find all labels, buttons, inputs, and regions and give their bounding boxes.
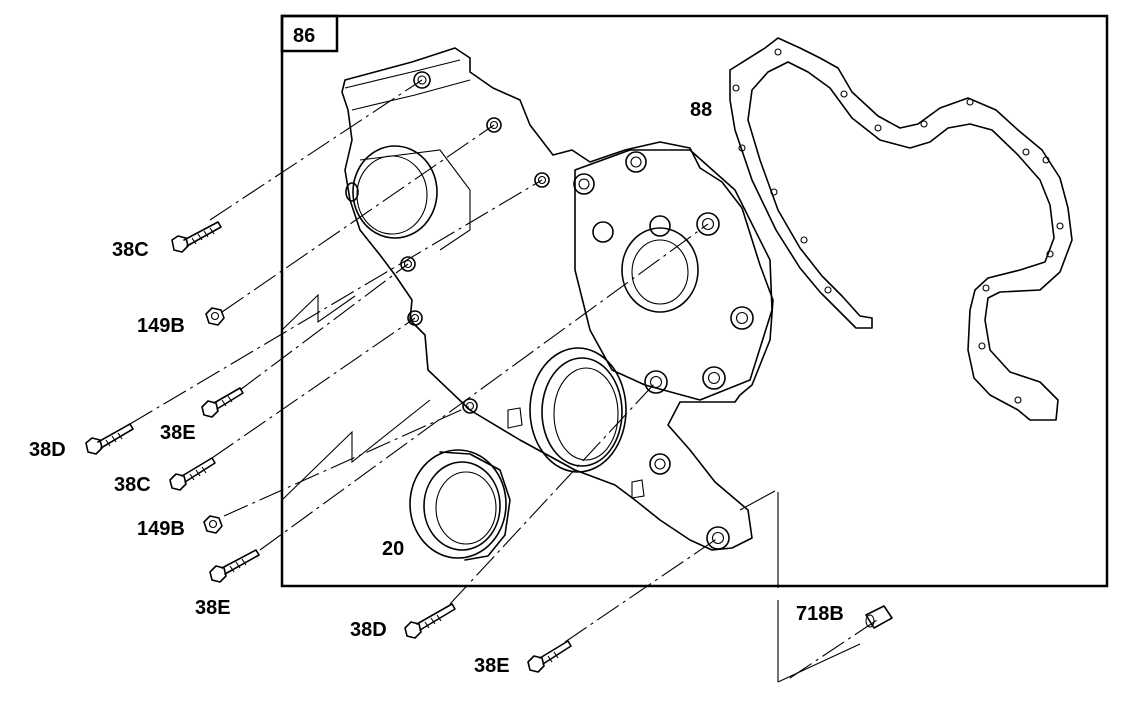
leader-lines: [129, 79, 881, 679]
callout-38d-left: 38D: [29, 439, 66, 461]
fasteners: [85, 221, 893, 673]
timing-cover: [341, 47, 774, 551]
bolt-38e-upper: [201, 387, 244, 418]
callout-86: 86: [293, 25, 315, 47]
callout-38d-bottom: 38D: [350, 619, 387, 641]
bolt-38c-lower: [169, 457, 216, 491]
bolt-38d-bottom: [404, 603, 456, 639]
cover-gasket: 88: [690, 37, 1073, 421]
callout-38e-upper: 38E: [160, 422, 196, 444]
assembly-frame: 86: [280, 14, 1109, 588]
section-breaks: [281, 293, 861, 683]
oil-seal: 20: [382, 449, 511, 561]
nut-149b-lower: [203, 515, 223, 534]
bolt-38c-upper: [171, 221, 222, 253]
callout-38e-left: 38E: [195, 597, 231, 619]
callout-149b-lower: 149B: [137, 518, 185, 540]
callout-20: 20: [382, 538, 404, 560]
callout-38c-lower: 38C: [114, 474, 151, 496]
dowel-718b: [865, 605, 893, 629]
callout-149b-upper: 149B: [137, 315, 185, 337]
callout-labels: 38C 149B 38D 38E 38C 149B 38E 38D 38E 71…: [29, 239, 844, 677]
bolt-38e-left: [209, 549, 260, 583]
callout-38c-upper: 38C: [112, 239, 149, 261]
callout-88: 88: [690, 99, 712, 121]
bolt-38e-bottom: [527, 640, 572, 673]
callout-38e-bottom: 38E: [474, 655, 510, 677]
bolt-38d-left: [85, 423, 134, 455]
callout-718b: 718B: [796, 603, 844, 625]
nut-149b-upper: [205, 307, 225, 326]
